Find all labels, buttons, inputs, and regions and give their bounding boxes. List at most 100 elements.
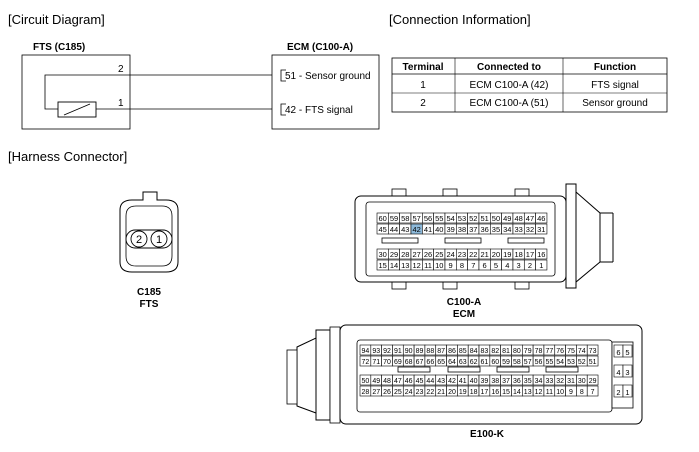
pin-number: 51 <box>480 214 488 223</box>
pin-number: 38 <box>491 378 499 385</box>
pin-number: 82 <box>491 348 499 355</box>
table-header-terminal: Terminal <box>403 62 444 73</box>
pin-number: 25 <box>435 250 443 259</box>
pin-number: 18 <box>470 389 478 396</box>
pin-number: 37 <box>469 225 477 234</box>
fts-pin-2-label: 2 <box>136 234 142 246</box>
pin-number: 81 <box>502 348 510 355</box>
pin-cell <box>535 223 548 235</box>
pin-number: 47 <box>394 378 402 385</box>
pin-number: 93 <box>372 348 380 355</box>
pin-number: 22 <box>426 389 434 396</box>
ecm-k-connector-code: E100-K <box>470 429 505 440</box>
ecm-a-connector-name: ECM <box>453 309 475 320</box>
pin-number: 50 <box>362 378 370 385</box>
pin-number: 57 <box>524 359 532 366</box>
pin-number: 83 <box>481 348 489 355</box>
pin-number: 91 <box>394 348 402 355</box>
pin-number: 53 <box>567 359 575 366</box>
pin-number: 40 <box>470 378 478 385</box>
table-header-function: Function <box>594 62 636 73</box>
pin-number: 15 <box>502 389 510 396</box>
pin-number: 13 <box>524 389 532 396</box>
pin-number: 12 <box>412 261 420 270</box>
pin-number: 27 <box>412 250 420 259</box>
pin-number: 63 <box>459 359 467 366</box>
pin-number: 30 <box>578 378 586 385</box>
pin-42-label: 42 - FTS signal <box>285 105 353 116</box>
pin-number: 66 <box>426 359 434 366</box>
pin-number: 21 <box>437 389 445 396</box>
pin-number: 54 <box>446 214 454 223</box>
pin-number: 8 <box>580 389 584 396</box>
pin-number: 67 <box>416 359 424 366</box>
pin-number: 39 <box>481 378 489 385</box>
pin-number: 35 <box>492 225 500 234</box>
pin-number: 64 <box>448 359 456 366</box>
pin-number: 39 <box>446 225 454 234</box>
pin-number: 45 <box>378 225 386 234</box>
pin-number: 60 <box>491 359 499 366</box>
pin-number: 74 <box>578 348 586 355</box>
pin-number: 10 <box>435 261 443 270</box>
pin-number: 42 <box>448 378 456 385</box>
pin-cell <box>586 355 599 367</box>
pin-number: 55 <box>435 214 443 223</box>
table-cell: Sensor ground <box>582 98 648 109</box>
pin-number: 24 <box>446 250 454 259</box>
pin-number: 34 <box>535 378 543 385</box>
pin-number: 41 <box>424 225 432 234</box>
pin-number: 62 <box>470 359 478 366</box>
pin-number: 44 <box>426 378 434 385</box>
pin-number: 44 <box>390 225 398 234</box>
pin-cell <box>586 374 599 386</box>
pin-number: 80 <box>513 348 521 355</box>
pin-number: 4 <box>505 261 509 270</box>
pin-number: 13 <box>401 261 409 270</box>
pin-number: 72 <box>362 359 370 366</box>
pin-number: 9 <box>569 389 573 396</box>
pin-number: 49 <box>372 378 380 385</box>
pin-number: 2 <box>528 261 532 270</box>
pin-number: 27 <box>372 389 380 396</box>
pin-number: 1 <box>539 261 543 270</box>
pin-number: 68 <box>405 359 413 366</box>
ecm-title: ECM (C100-A) <box>287 42 353 53</box>
fts-pin-2 <box>130 230 148 248</box>
pin-number: 33 <box>545 378 553 385</box>
wire-number-2: 2 <box>118 64 124 75</box>
pin-number: 73 <box>589 348 597 355</box>
pin-number: 51 <box>589 359 597 366</box>
pin-number: 77 <box>545 348 553 355</box>
circuit-diagram-heading: [Circuit Diagram] <box>8 12 105 27</box>
pin-number: 29 <box>589 378 597 385</box>
pin-cell <box>535 259 548 271</box>
pin-number: 26 <box>383 389 391 396</box>
pin-number: 11 <box>546 389 553 396</box>
pin-number: 76 <box>556 348 564 355</box>
pin-number: 23 <box>458 250 466 259</box>
pin-number: 36 <box>513 378 521 385</box>
pin-cell <box>586 344 599 356</box>
pin-number: 19 <box>503 250 511 259</box>
pin-number: 89 <box>416 348 424 355</box>
wire-sensor-ground <box>44 74 272 110</box>
pin-number: 5 <box>494 261 498 270</box>
pin-51-label: 51 - Sensor ground <box>285 71 371 82</box>
fts-pin-1 <box>150 230 168 248</box>
pin-number: 37 <box>502 378 510 385</box>
pin-number: 14 <box>390 261 398 270</box>
pin-number: 60 <box>378 214 386 223</box>
pin-number: 43 <box>401 225 409 234</box>
pin-number: 86 <box>448 348 456 355</box>
pin-number: 92 <box>383 348 391 355</box>
pin-number: 59 <box>502 359 510 366</box>
pin-cell <box>535 248 548 260</box>
pin-number: 35 <box>524 378 532 385</box>
pin-number: 52 <box>578 359 586 366</box>
pin-number: 33 <box>514 225 522 234</box>
pin-number: 87 <box>437 348 445 355</box>
